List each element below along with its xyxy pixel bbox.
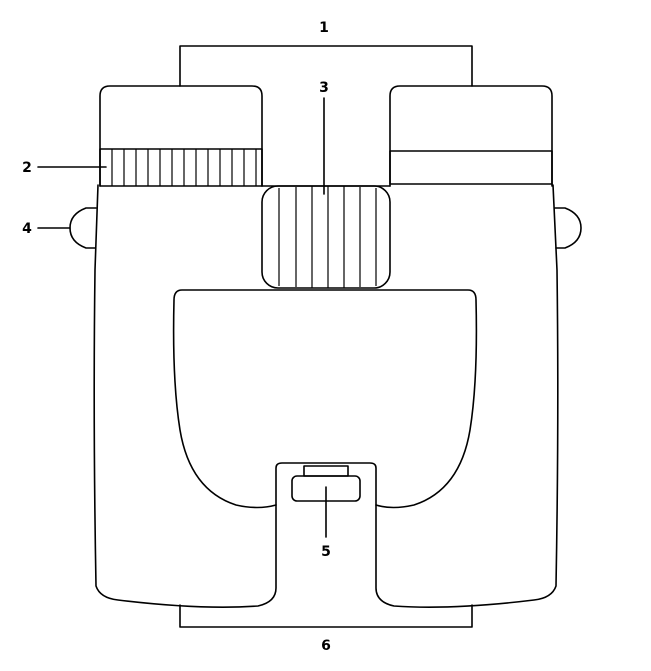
strap-lug-right: [554, 207, 582, 249]
right-eyepiece: [389, 85, 553, 187]
callout-3: 3: [319, 80, 329, 96]
callout-1: 1: [319, 20, 329, 36]
callout-2: 2: [22, 160, 32, 176]
strap-lug-left: [69, 207, 97, 249]
diopter-ring: [99, 148, 263, 187]
hinge-plate: [172, 289, 478, 509]
bracket-top: [179, 45, 473, 87]
callout-5: 5: [321, 544, 331, 560]
callout-6: 6: [321, 638, 331, 654]
focus-wheel: [261, 185, 391, 289]
bracket-bottom: [179, 604, 473, 628]
callout-4: 4: [22, 221, 32, 237]
leader-lines: [37, 97, 327, 538]
left-eyepiece: [99, 85, 263, 187]
